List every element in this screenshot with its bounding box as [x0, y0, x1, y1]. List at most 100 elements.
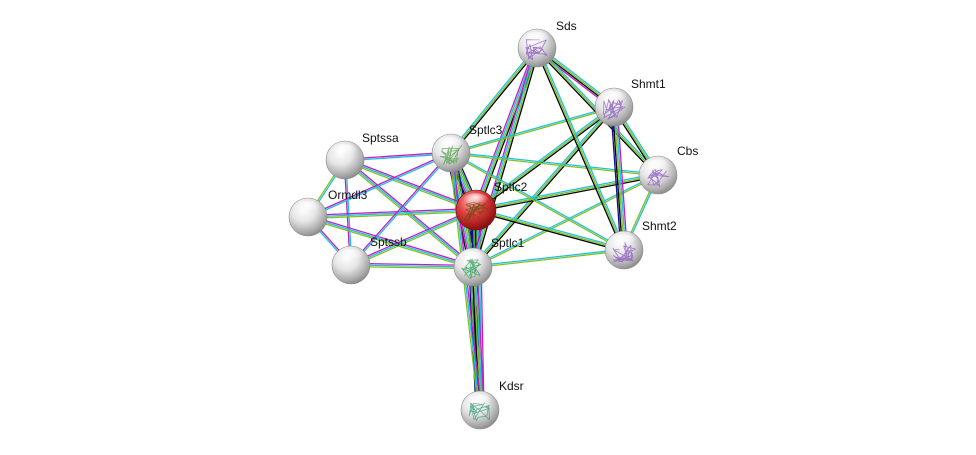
edge-strand: [475, 174, 659, 211]
edge-sptlc1-shmt2[interactable]: [472, 248, 625, 269]
edge-strand: [351, 153, 453, 266]
edge-sptlc2-cbs[interactable]: [475, 172, 659, 213]
edge-strand: [534, 48, 624, 251]
edge-strand: [473, 175, 659, 269]
protein-structure-icon: [603, 98, 626, 120]
edge-strand: [451, 151, 625, 250]
edge-strand: [613, 106, 625, 251]
edge-strand: [345, 157, 477, 210]
node-highlight: [612, 234, 636, 247]
edge-strand: [308, 214, 474, 267]
node-highlight: [646, 159, 670, 172]
edge-sptlc3-cbs[interactable]: [450, 151, 659, 177]
node-shmt1[interactable]: Shmt1: [594, 77, 666, 127]
edge-strand: [471, 267, 480, 411]
node-highlight: [525, 32, 549, 45]
edge-strand: [476, 207, 625, 250]
node-shmt2[interactable]: Shmt2: [604, 219, 677, 270]
edge-strand: [473, 46, 536, 210]
protein-structure-icon: [525, 39, 548, 61]
edge-sptlc1-shmt1[interactable]: [471, 105, 616, 269]
node-sptlc1[interactable]: Sptlc1: [453, 236, 525, 287]
edge-strand: [472, 106, 615, 268]
edge-strand: [473, 107, 616, 269]
node-highlight: [439, 137, 463, 150]
node-highlight: [296, 201, 320, 214]
edge-shmt1-shmt2[interactable]: [610, 106, 628, 251]
edge-strand: [451, 107, 615, 155]
node-label: Kdsr: [499, 379, 524, 393]
node-sds[interactable]: Sds: [517, 19, 577, 68]
edge-strand: [349, 152, 451, 265]
edge-strand: [450, 153, 658, 177]
node-highlight: [463, 193, 489, 207]
edge-strand: [350, 265, 473, 270]
edge-strand: [450, 47, 538, 154]
edge-sptssa-sptlc2[interactable]: [344, 157, 477, 213]
protein-structure-icon: [464, 201, 489, 222]
node-label: Sds: [556, 19, 577, 33]
node-sptlc2[interactable]: Sptlc2: [455, 180, 528, 231]
edge-ormdl3-sptlc1[interactable]: [307, 214, 474, 270]
node-kdsr[interactable]: Kdsr: [460, 379, 524, 430]
edge-sptssb-sptlc3[interactable]: [349, 152, 453, 266]
edge-strand: [475, 106, 615, 211]
edge-strand: [616, 106, 628, 250]
protein-structure-icon: [612, 241, 636, 263]
edge-strand: [350, 209, 477, 266]
edge-strand: [307, 209, 477, 218]
edge-strand: [611, 107, 624, 251]
node-highlight: [468, 394, 492, 407]
edge-strand: [473, 266, 482, 410]
edge-strand: [307, 217, 473, 270]
edge-sptlc3-sds[interactable]: [449, 46, 539, 155]
edge-strand: [476, 175, 659, 213]
node-label: Sptlc1: [491, 236, 525, 250]
edge-strand: [307, 216, 474, 268]
node-highlight: [339, 249, 363, 262]
edge-sptssb-sptlc1[interactable]: [350, 262, 474, 270]
node-label: Sptlc2: [494, 180, 528, 194]
edge-strand: [351, 262, 474, 267]
edge-strand: [350, 207, 476, 265]
node-ormdl3[interactable]: Ormdl3: [288, 188, 368, 237]
edge-strand: [308, 153, 452, 219]
edge-sptlc3-shmt1[interactable]: [450, 105, 615, 155]
edge-sptlc1-cbs[interactable]: [472, 173, 659, 269]
node-sptssa[interactable]: Sptssa: [325, 131, 399, 180]
edge-strand: [472, 248, 624, 267]
edge-strand: [344, 159, 474, 268]
edge-sptlc3-shmt2[interactable]: [450, 151, 625, 252]
node-highlight: [333, 144, 357, 157]
edge-strand: [473, 250, 625, 269]
edge-sptlc2-shmt1[interactable]: [474, 105, 616, 212]
edge-ormdl3-sptlc2[interactable]: [307, 207, 477, 220]
node-label: Sptlc3: [469, 123, 503, 137]
edge-strand: [614, 106, 627, 250]
edge-strand: [475, 210, 624, 253]
node-label: Shmt1: [631, 77, 666, 91]
edge-sds-shmt2[interactable]: [534, 47, 627, 251]
edge-strand: [307, 151, 451, 217]
edge-sptssb-sptlc2[interactable]: [350, 207, 477, 268]
node-sptssb[interactable]: Sptssb: [331, 235, 407, 285]
edge-strand: [450, 105, 614, 153]
protein-structure-icon: [468, 402, 491, 422]
node-highlight: [602, 91, 626, 104]
edge-strand: [472, 173, 658, 267]
edge-strand: [344, 159, 477, 211]
node-label: Sptssa: [362, 131, 399, 145]
node-sptlc3[interactable]: Sptlc3: [431, 123, 503, 173]
edge-strand: [307, 207, 476, 217]
node-cbs[interactable]: Cbs: [638, 144, 698, 195]
edge-ormdl3-sptlc3[interactable]: [307, 151, 452, 219]
edge-strand: [475, 209, 625, 251]
edge-layer: [306, 45, 660, 411]
edge-sptlc2-shmt2[interactable]: [475, 207, 625, 253]
edge-strand: [308, 210, 477, 220]
edge-strand: [474, 266, 484, 410]
edge-strand: [451, 48, 539, 155]
edge-strand: [351, 210, 477, 268]
